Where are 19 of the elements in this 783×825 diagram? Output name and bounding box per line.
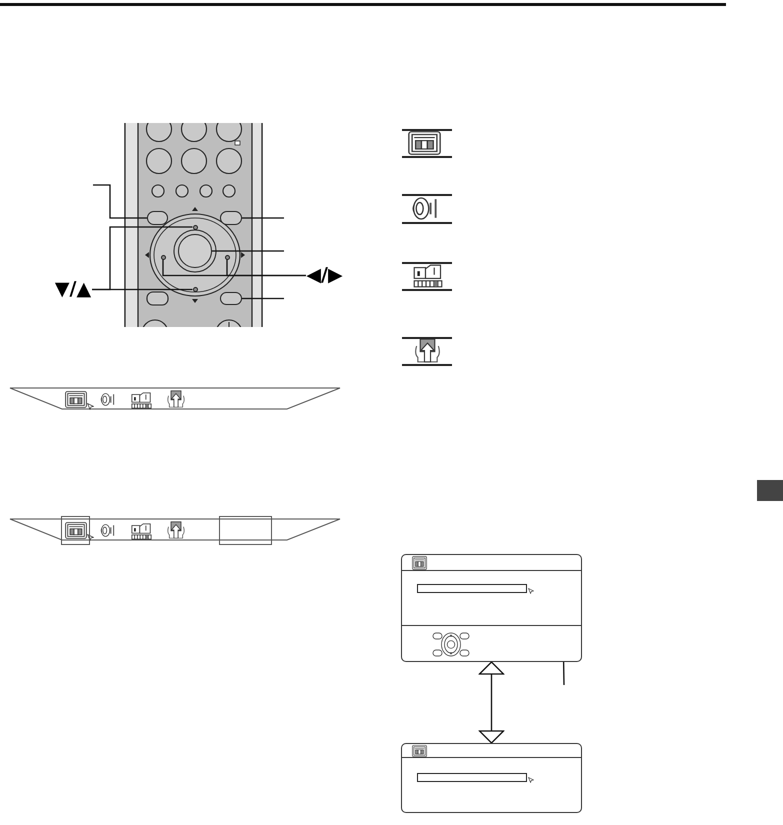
leader-line [92, 288, 192, 290]
remote-button [220, 292, 242, 305]
center-button [178, 234, 212, 268]
key-label: ▼/▲ [54, 281, 92, 298]
leader-line [242, 298, 284, 300]
menu-screen [401, 743, 582, 813]
leader-line [242, 217, 284, 219]
menu-screen [401, 554, 582, 662]
key-dot-icon [192, 287, 198, 292]
leader-line [93, 184, 147, 219]
key-dot-icon [224, 254, 230, 260]
leader-line [212, 250, 284, 252]
key-label: ◀/▶ [306, 267, 343, 284]
double-arrow [478, 661, 504, 744]
leader-line [226, 260, 306, 276]
key-dot-icon [192, 224, 198, 230]
remote-button [220, 211, 242, 225]
leader-line [562, 662, 565, 686]
key-dot-icon [160, 254, 166, 260]
